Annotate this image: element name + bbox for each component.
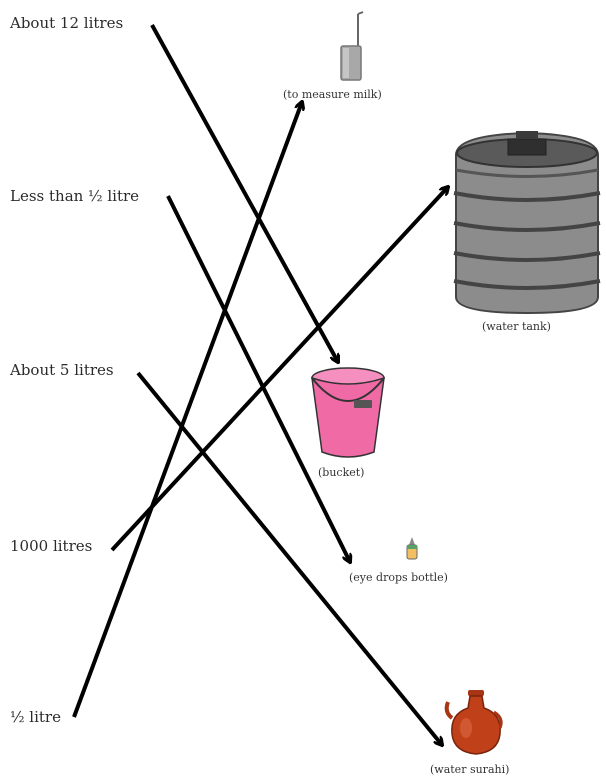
quantity-half-litre: ½ litre xyxy=(10,708,61,726)
caption-water-tank: (water tank) xyxy=(482,320,551,333)
arrow-1000-to-tank xyxy=(110,187,448,552)
caption-water-surahi: (water surahi) xyxy=(430,763,510,776)
eye-drops-bottle-icon xyxy=(406,537,418,560)
quantity-about-12-litres: About 12 litres xyxy=(10,14,124,32)
arrow-half-to-milk-measure xyxy=(72,102,302,718)
water-surahi-icon xyxy=(444,690,503,755)
quantity-about-5-litres: About 5 litres xyxy=(10,361,114,379)
caption-milk-measure: (to measure milk) xyxy=(283,88,382,101)
caption-bucket: (bucket) xyxy=(318,466,365,479)
arrow-about-12-to-bucket xyxy=(150,24,338,362)
milk-measure-icon xyxy=(340,11,364,81)
bucket-icon xyxy=(311,367,385,458)
arrow-less-than-half-to-eye-drops xyxy=(166,195,350,562)
water-tank-icon xyxy=(453,131,601,315)
caption-eye-drops-bottle: (eye drops bottle) xyxy=(349,571,448,584)
quantity-1000-litres: 1000 litres xyxy=(10,537,93,555)
quantity-less-than-half-litre: Less than ½ litre xyxy=(10,187,140,205)
arrow-about-5-to-surahi xyxy=(136,371,442,745)
